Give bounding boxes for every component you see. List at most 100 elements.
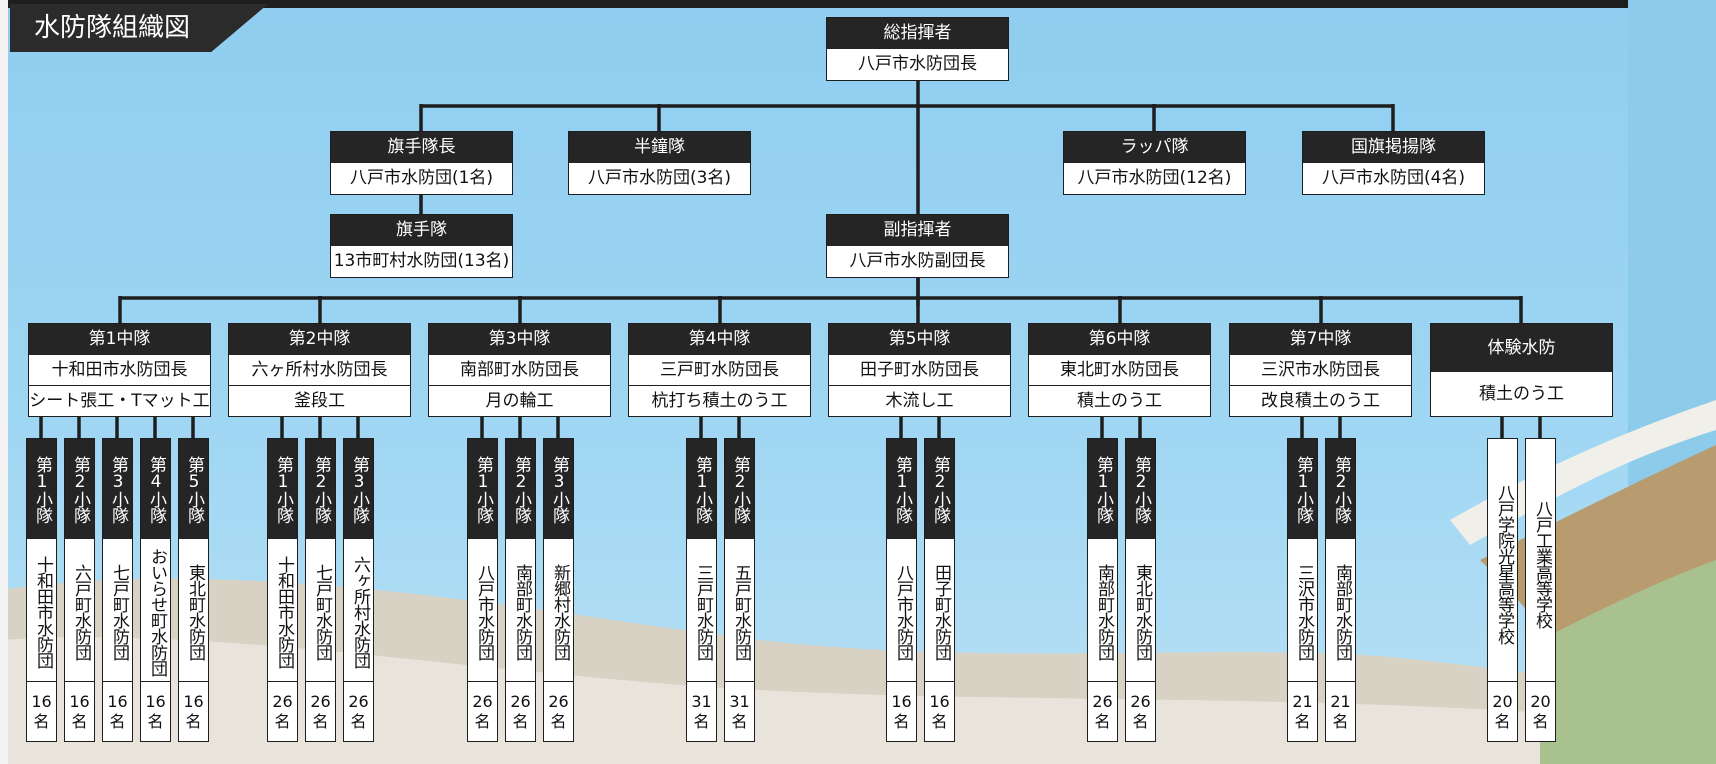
experience-method: 積土のう工	[1479, 384, 1564, 404]
platoon-label: 第1小隊	[687, 439, 716, 539]
headcount-unit: 名	[931, 711, 948, 731]
company-leader: 田子町水防団長	[860, 360, 979, 380]
headcount-number: 16	[69, 691, 90, 711]
headcount-number: 21	[1292, 691, 1313, 711]
headcount-unit: 名	[474, 711, 491, 731]
staff-unit-box: 旗手隊長 八戸市水防団(1名)	[330, 131, 513, 195]
headcount-unit: 名	[731, 711, 748, 731]
company-box: 第2中隊六ヶ所村水防団長釜段工	[228, 323, 411, 417]
platoon-org: 東北町水防団	[1132, 564, 1152, 660]
platoon-org: 三沢市水防団	[1294, 564, 1314, 660]
platoon-org: 八戸市水防団	[893, 564, 913, 660]
platoon-label: 第2小隊	[1126, 439, 1155, 539]
headcount-number: 26	[310, 691, 331, 711]
platoon-label: 第2小隊	[506, 439, 535, 539]
platoon-label: 第2小隊	[65, 439, 94, 539]
platoon-org: 八戸市水防団	[474, 564, 494, 660]
headcount-number: 26	[510, 691, 531, 711]
platoon-label: 第1小隊	[468, 439, 497, 539]
platoon-label: 第1小隊	[887, 439, 916, 539]
company-name: 第2中隊	[229, 324, 410, 355]
headcount-unit: 名	[893, 711, 910, 731]
top-rule	[0, 0, 1628, 8]
platoon-org: 三戸町水防団	[693, 564, 713, 660]
company-box: 第1中隊十和田市水防団長シート張工・Tマット工	[28, 323, 211, 417]
headcount-unit: 名	[693, 711, 710, 731]
headcount-unit: 名	[350, 711, 367, 731]
company-leader: 三沢市水防団長	[1261, 360, 1380, 380]
company-leader: 六ヶ所村水防団長	[251, 360, 388, 380]
company-leader: 南部町水防団長	[460, 360, 579, 380]
headcount-number: 16	[891, 691, 912, 711]
company-box: 第4中隊三戸町水防団長杭打ち積土のう工	[628, 323, 811, 417]
headcount-unit: 名	[512, 711, 529, 731]
company-method: 木流し工	[829, 385, 1010, 416]
company-method: 積土のう工	[1029, 385, 1210, 416]
staff-unit-box: ラッパ隊 八戸市水防団(12名)	[1063, 131, 1246, 195]
school-name: 八戸工業高等学校	[1532, 500, 1552, 628]
platoon-org: 南部町水防団	[1332, 564, 1352, 660]
platoon-org: 田子町水防団	[931, 564, 951, 660]
platoon-label: 第1小隊	[27, 439, 56, 539]
headcount-number: 16	[31, 691, 52, 711]
platoon-label: 第3小隊	[544, 439, 573, 539]
platoon-label: 第1小隊	[1288, 439, 1317, 539]
headcount-unit: 名	[147, 711, 164, 731]
headcount-number: 26	[272, 691, 293, 711]
headcount-number: 16	[145, 691, 166, 711]
staff-unit-role: 旗手隊長	[331, 132, 512, 163]
headcount-unit: 名	[1132, 711, 1149, 731]
staff-unit-role: 国旗掲揚隊	[1303, 132, 1484, 163]
headcount-unit: 名	[274, 711, 291, 731]
platoon-org: 南部町水防団	[1094, 564, 1114, 660]
staff-unit-role: 半鐘隊	[569, 132, 750, 163]
company-name: 第4中隊	[629, 324, 810, 355]
company-box: 第5中隊田子町水防団長木流し工	[828, 323, 1011, 417]
company-box: 第3中隊南部町水防団長月の輪工	[428, 323, 611, 417]
headcount-number: 31	[729, 691, 750, 711]
platoon-org: 十和田市水防団	[274, 556, 294, 668]
vice-commander-name: 八戸市水防副団長	[849, 251, 986, 271]
company-box: 第7中隊三沢市水防団長改良積土のう工	[1229, 323, 1412, 417]
company-method: 杭打ち積土のう工	[629, 385, 810, 416]
headcount-number: 26	[1130, 691, 1151, 711]
staff-unit-name: 八戸市水防団(1名)	[349, 168, 494, 188]
platoon-org: 南部町水防団	[512, 564, 532, 660]
school-name: 八戸学院光星高等学校	[1494, 484, 1514, 644]
headcount-unit: 名	[1094, 711, 1111, 731]
company-method: シート張工・Tマット工	[29, 385, 210, 416]
commander-box: 総指揮者 八戸市水防団長	[826, 17, 1009, 81]
company-name: 第3中隊	[429, 324, 610, 355]
staff-unit-name: 八戸市水防団(3名)	[587, 168, 732, 188]
platoon-org: 新郷村水防団	[550, 564, 570, 660]
staff-unit-name: 八戸市水防団(4名)	[1321, 168, 1466, 188]
headcount-number: 31	[691, 691, 712, 711]
company-method: 月の輪工	[429, 385, 610, 416]
company-name: 第5中隊	[829, 324, 1010, 355]
